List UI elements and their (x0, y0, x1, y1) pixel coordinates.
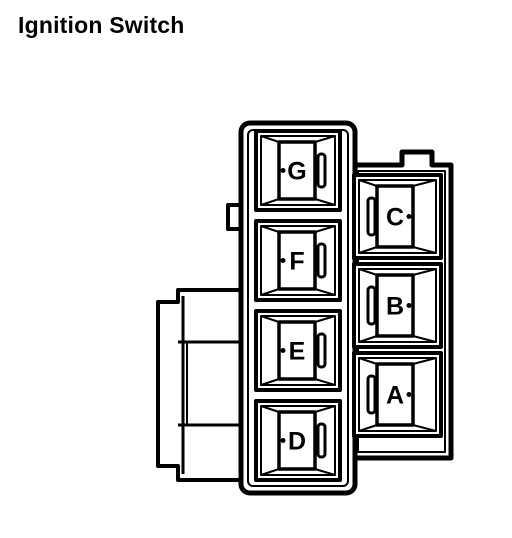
terminal-cavity-g: G (254, 129, 342, 212)
terminal-cavities: G F E D C B A (254, 129, 443, 482)
terminal-cavity-c: C (352, 173, 443, 260)
terminal-label-a: A (386, 382, 404, 410)
diagram-title: Ignition Switch (18, 12, 185, 38)
terminal-label-g: G (287, 158, 306, 186)
terminal-cavity-a: A (352, 351, 443, 438)
terminal-label-b: B (386, 293, 404, 321)
connector-shroud (156, 288, 239, 482)
terminal-cavity-d: D (254, 399, 342, 482)
terminal-cavity-e: E (254, 309, 342, 392)
terminal-label-f: F (289, 248, 304, 276)
terminal-cavity-b: B (352, 262, 443, 349)
terminal-cavity-f: F (254, 219, 342, 302)
terminal-label-d: D (288, 428, 306, 456)
terminal-label-c: C (386, 204, 404, 232)
terminal-label-e: E (289, 338, 306, 366)
